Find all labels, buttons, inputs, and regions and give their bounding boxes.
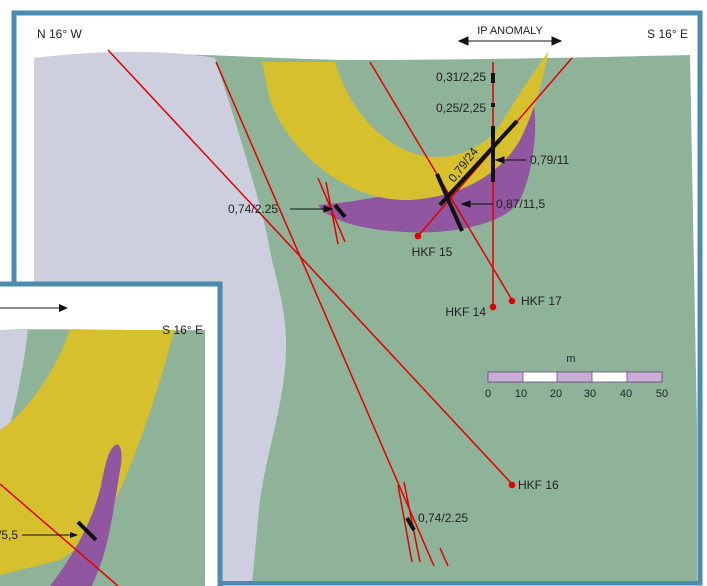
scale-tick: 50 [656, 388, 668, 400]
scale-tick: 40 [620, 388, 632, 400]
scale-tick: 20 [550, 388, 562, 400]
drillhole-16-trace [107, 49, 513, 485]
fault-trace-d [403, 481, 421, 563]
drillhole-label: HKF 16 [518, 478, 559, 492]
intercept-bar-074-lower [405, 516, 416, 532]
inset-right-orientation: S 16° E [162, 323, 203, 337]
intercept-label: 0,25/2,25 [436, 101, 486, 115]
inset-section: S 16° E /5,5 [0, 281, 223, 586]
drillhole-label: HKF 17 [521, 294, 562, 308]
scale-unit: m [566, 353, 575, 365]
purple-unit [318, 95, 536, 233]
drillhole-collars [414, 232, 516, 489]
ip-anomaly-label: IP ANOMALY [477, 25, 543, 37]
collar-hkf17 [508, 297, 516, 305]
drillhole-lower-trace [215, 61, 435, 567]
fault-trace-e [439, 547, 449, 567]
intercept-label: 0,74/2.25 [418, 511, 468, 525]
inset-yellow-unit [0, 330, 174, 575]
inset-intercept-label: /5,5 [0, 528, 18, 542]
intercept-bar-087 [435, 173, 464, 232]
right-orientation: S 16° E [647, 27, 688, 41]
left-orientation: N 16° W [37, 27, 82, 41]
collar-hkf16 [508, 481, 516, 489]
intercept-label: 0,31/2,25 [436, 70, 486, 84]
intercept-bar-074-upper [333, 203, 347, 219]
scale-tick: 0 [485, 388, 491, 400]
fault-trace-c [397, 484, 413, 563]
label-arrows [290, 36, 563, 213]
scale-tick: 30 [584, 388, 596, 400]
intercept-bar-079-24 [438, 119, 519, 207]
scale-tick: 10 [515, 388, 527, 400]
fault-trace-b [325, 181, 339, 245]
drillhole-label: HKF 15 [412, 245, 453, 259]
intercept-bars [333, 73, 519, 532]
drillhole-label: HKF 14 [445, 305, 486, 319]
intercept-label: 0,79/11 [530, 153, 569, 167]
collar-hkf15 [414, 232, 422, 240]
intercept-label: 0,87/11,5 [496, 197, 545, 211]
collar-hkf14 [489, 303, 497, 311]
intercept-label: 0,74/2.25 [228, 202, 278, 216]
inset-intercept-bar [76, 520, 98, 542]
scale-bar: m 0 10 20 30 40 50 [485, 353, 668, 400]
inset-purple-unit [50, 444, 122, 586]
